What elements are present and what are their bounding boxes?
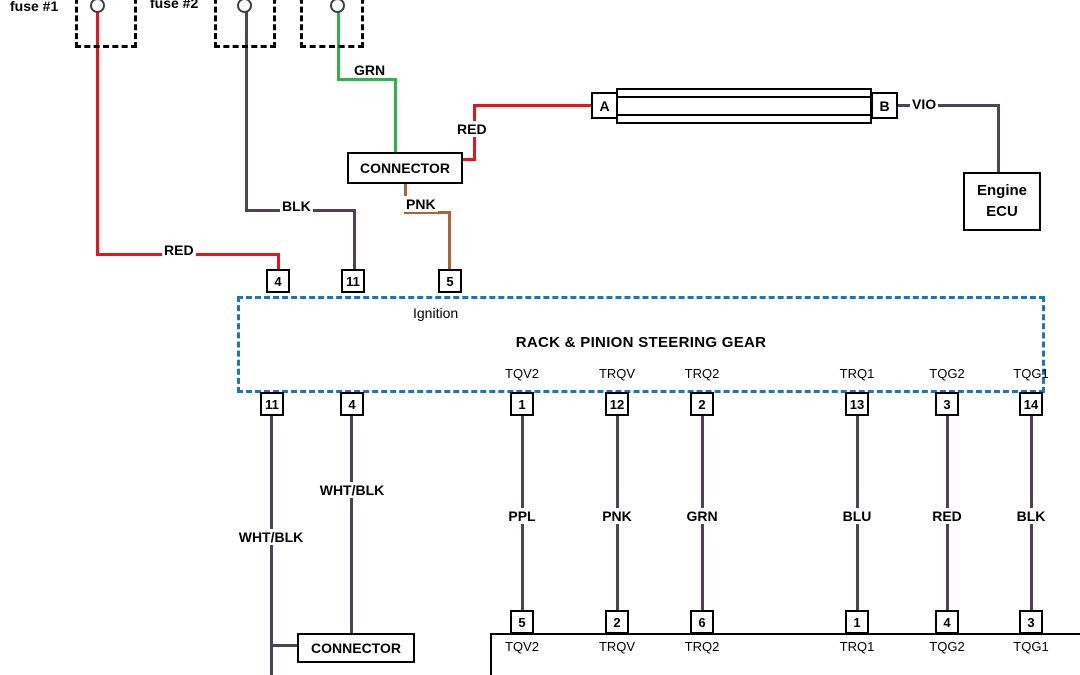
- wire-label-blk2: BLK: [1014, 508, 1048, 524]
- wire-blk-drop: [353, 209, 356, 271]
- wire-grn-drop: [394, 78, 397, 154]
- engine-ecu-box: Engine ECU: [963, 172, 1041, 231]
- wire-whtblk-right-vertical: [350, 415, 353, 635]
- wire-grn-horizontal: [337, 78, 397, 81]
- wire-whtblk-junction: [270, 644, 299, 647]
- wire-pnk-horizontal: [404, 211, 451, 214]
- wire-blk-vertical: [245, 10, 248, 212]
- bus-terminal-a: A: [591, 92, 618, 119]
- bottom-component-outline: [490, 633, 1080, 675]
- wire-label-whtblk-right: WHT/BLK: [317, 482, 387, 498]
- rack-signal-trqv: TRQV: [598, 366, 636, 381]
- wire-label-pnk: PNK: [404, 196, 438, 212]
- wire-label-grn: GRN: [352, 62, 388, 78]
- fuse-terminal-icon: [90, 0, 105, 13]
- rack-bottom-pin-11: 11: [260, 392, 284, 416]
- rack-signal-tqg2: TQG2: [929, 366, 965, 381]
- engine-ecu-label-line1: Engine: [976, 182, 1027, 200]
- connector-top: CONNECTOR: [347, 152, 463, 184]
- rack-bottom-pin-12: 12: [605, 392, 629, 416]
- rack-top-pin-5: 5: [438, 269, 462, 293]
- rack-title: RACK & PINION STEERING GEAR: [515, 334, 767, 351]
- wire-label-blk: BLK: [280, 198, 313, 214]
- bottom-signal-tqg1: TQG1: [1013, 639, 1049, 654]
- bottom-pin-4: 4: [935, 610, 959, 634]
- bottom-pin-2: 2: [605, 610, 629, 634]
- wire-pnk-drop: [448, 211, 451, 271]
- wire-red-fuse1-vertical: [96, 10, 99, 256]
- fuse2-label: fuse #2: [148, 0, 201, 11]
- bottom-signal-trq2: TRQ2: [684, 639, 720, 654]
- bottom-pin-3: 3: [1019, 610, 1043, 634]
- ignition-label: Ignition: [413, 305, 459, 321]
- bottom-signal-trq1: TRQ1: [839, 639, 875, 654]
- wire-label-blu: BLU: [840, 508, 874, 524]
- rack-bottom-pin-2: 2: [690, 392, 714, 416]
- wire-label-whtblk-left: WHT/BLK: [236, 529, 306, 545]
- fuse-box-2: [214, 0, 276, 48]
- wire-label-red-right: RED: [455, 121, 489, 137]
- rack-top-pin-11: 11: [341, 269, 365, 293]
- wire-label-ppl: PPL: [506, 508, 538, 524]
- rack-and-pinion-outline: [237, 296, 1045, 393]
- rack-bottom-pin-1: 1: [510, 392, 534, 416]
- wire-label-grn2: GRN: [684, 508, 720, 524]
- bottom-pin-5: 5: [510, 610, 534, 634]
- rack-bottom-pin-4: 4: [340, 392, 364, 416]
- bottom-signal-tqv2: TQV2: [505, 639, 539, 654]
- rack-bottom-pin-14: 14: [1019, 392, 1043, 416]
- wire-label-red-left: RED: [162, 242, 196, 258]
- rack-signal-trq1: TRQ1: [839, 366, 875, 381]
- bus-bar-inner-line: [618, 114, 870, 116]
- wire-red2-stub: [461, 158, 476, 161]
- rack-top-pin-4: 4: [266, 269, 290, 293]
- fuse-terminal-icon: [237, 0, 252, 13]
- fuse-box-3: [300, 0, 364, 48]
- rack-signal-tqg1: TQG1: [1013, 366, 1049, 381]
- rack-bottom-pin-3: 3: [935, 392, 959, 416]
- bottom-signal-tqg2: TQG2: [929, 639, 965, 654]
- wire-vio-horizontal: [896, 104, 1000, 107]
- fuse-box-1: [75, 0, 137, 48]
- wire-vio-drop: [997, 104, 1000, 174]
- rack-bottom-pin-13: 13: [845, 392, 869, 416]
- wire-red-fuse1-drop: [277, 253, 280, 271]
- bottom-pin-1: 1: [845, 610, 869, 634]
- bottom-signal-trqv: TRQV: [598, 639, 636, 654]
- bus-bar-inner-line: [618, 96, 870, 98]
- rack-signal-tqv2: TQV2: [505, 366, 539, 381]
- wire-whtblk-left-vertical: [270, 415, 273, 675]
- connector-bottom: CONNECTOR: [297, 633, 415, 663]
- bottom-pin-6: 6: [690, 610, 714, 634]
- rack-signal-trq2: TRQ2: [684, 366, 720, 381]
- bus-terminal-b: B: [871, 92, 898, 119]
- wire-label-pnk2: PNK: [600, 508, 634, 524]
- fuse-terminal-icon: [330, 0, 345, 13]
- wire-label-red3: RED: [930, 508, 964, 524]
- wire-red2-to-bus: [473, 104, 593, 107]
- engine-ecu-label-line2: ECU: [986, 202, 1018, 220]
- fuse1-label: fuse #1: [8, 0, 61, 14]
- wire-label-vio: VIO: [910, 96, 939, 112]
- bus-bar: [616, 88, 872, 124]
